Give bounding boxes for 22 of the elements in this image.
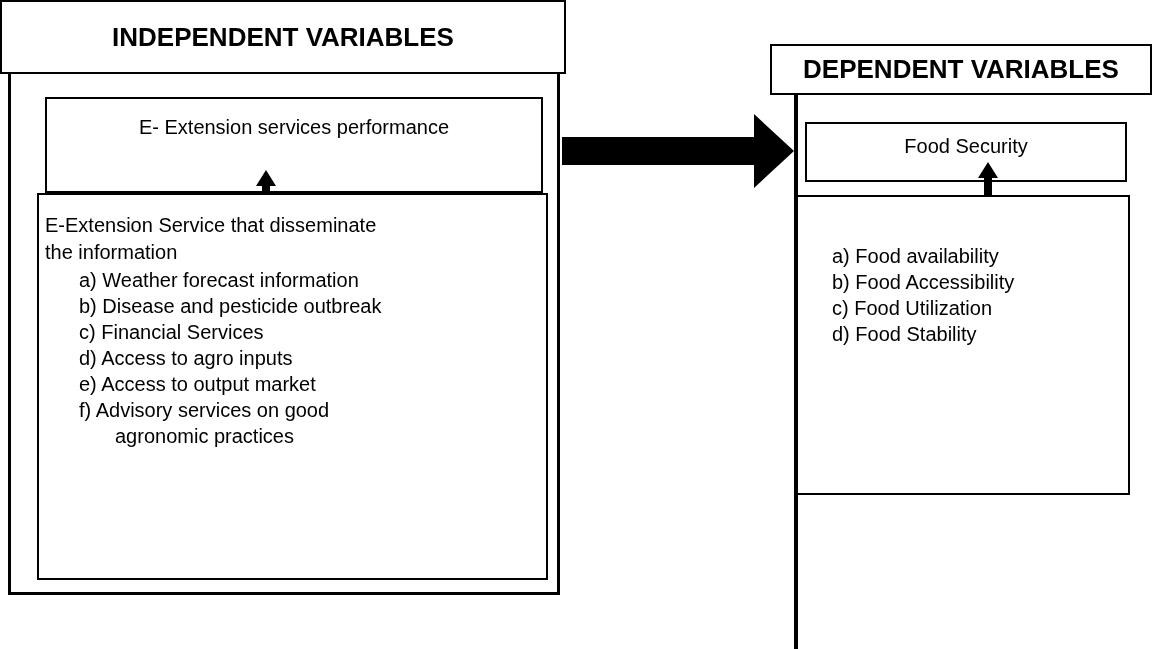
header-box <box>770 44 1152 95</box>
list-item: c) Financial Services <box>78 320 265 345</box>
list-item: c) Food Utilization <box>831 296 994 321</box>
list-item: a) Weather forecast information <box>78 268 360 293</box>
heading: INDEPENDENT VARIABLES <box>112 20 454 54</box>
list-item: d) Access to agro inputs <box>78 346 294 371</box>
arrow <box>978 162 998 195</box>
list-item: b) Disease and pesticide outbreak <box>78 294 383 319</box>
list-box <box>37 193 548 580</box>
heading: DEPENDENT VARIABLES <box>803 53 1119 86</box>
header-box <box>0 0 566 74</box>
list-item: a) Food availability <box>831 244 1000 269</box>
box-label: E- Extension services performance <box>138 115 450 140</box>
list-item: b) Food Accessibility <box>831 270 1016 295</box>
process-box <box>805 122 1127 182</box>
arrow <box>256 170 276 193</box>
list-item: e) Access to output market <box>78 372 317 397</box>
list-item: f) Advisory services on good agronomic practices <box>78 398 331 449</box>
process-box <box>45 97 543 193</box>
box-label: Food Security <box>904 134 1028 159</box>
list-item: d) Food Stability <box>831 322 978 347</box>
arrow <box>562 114 794 188</box>
